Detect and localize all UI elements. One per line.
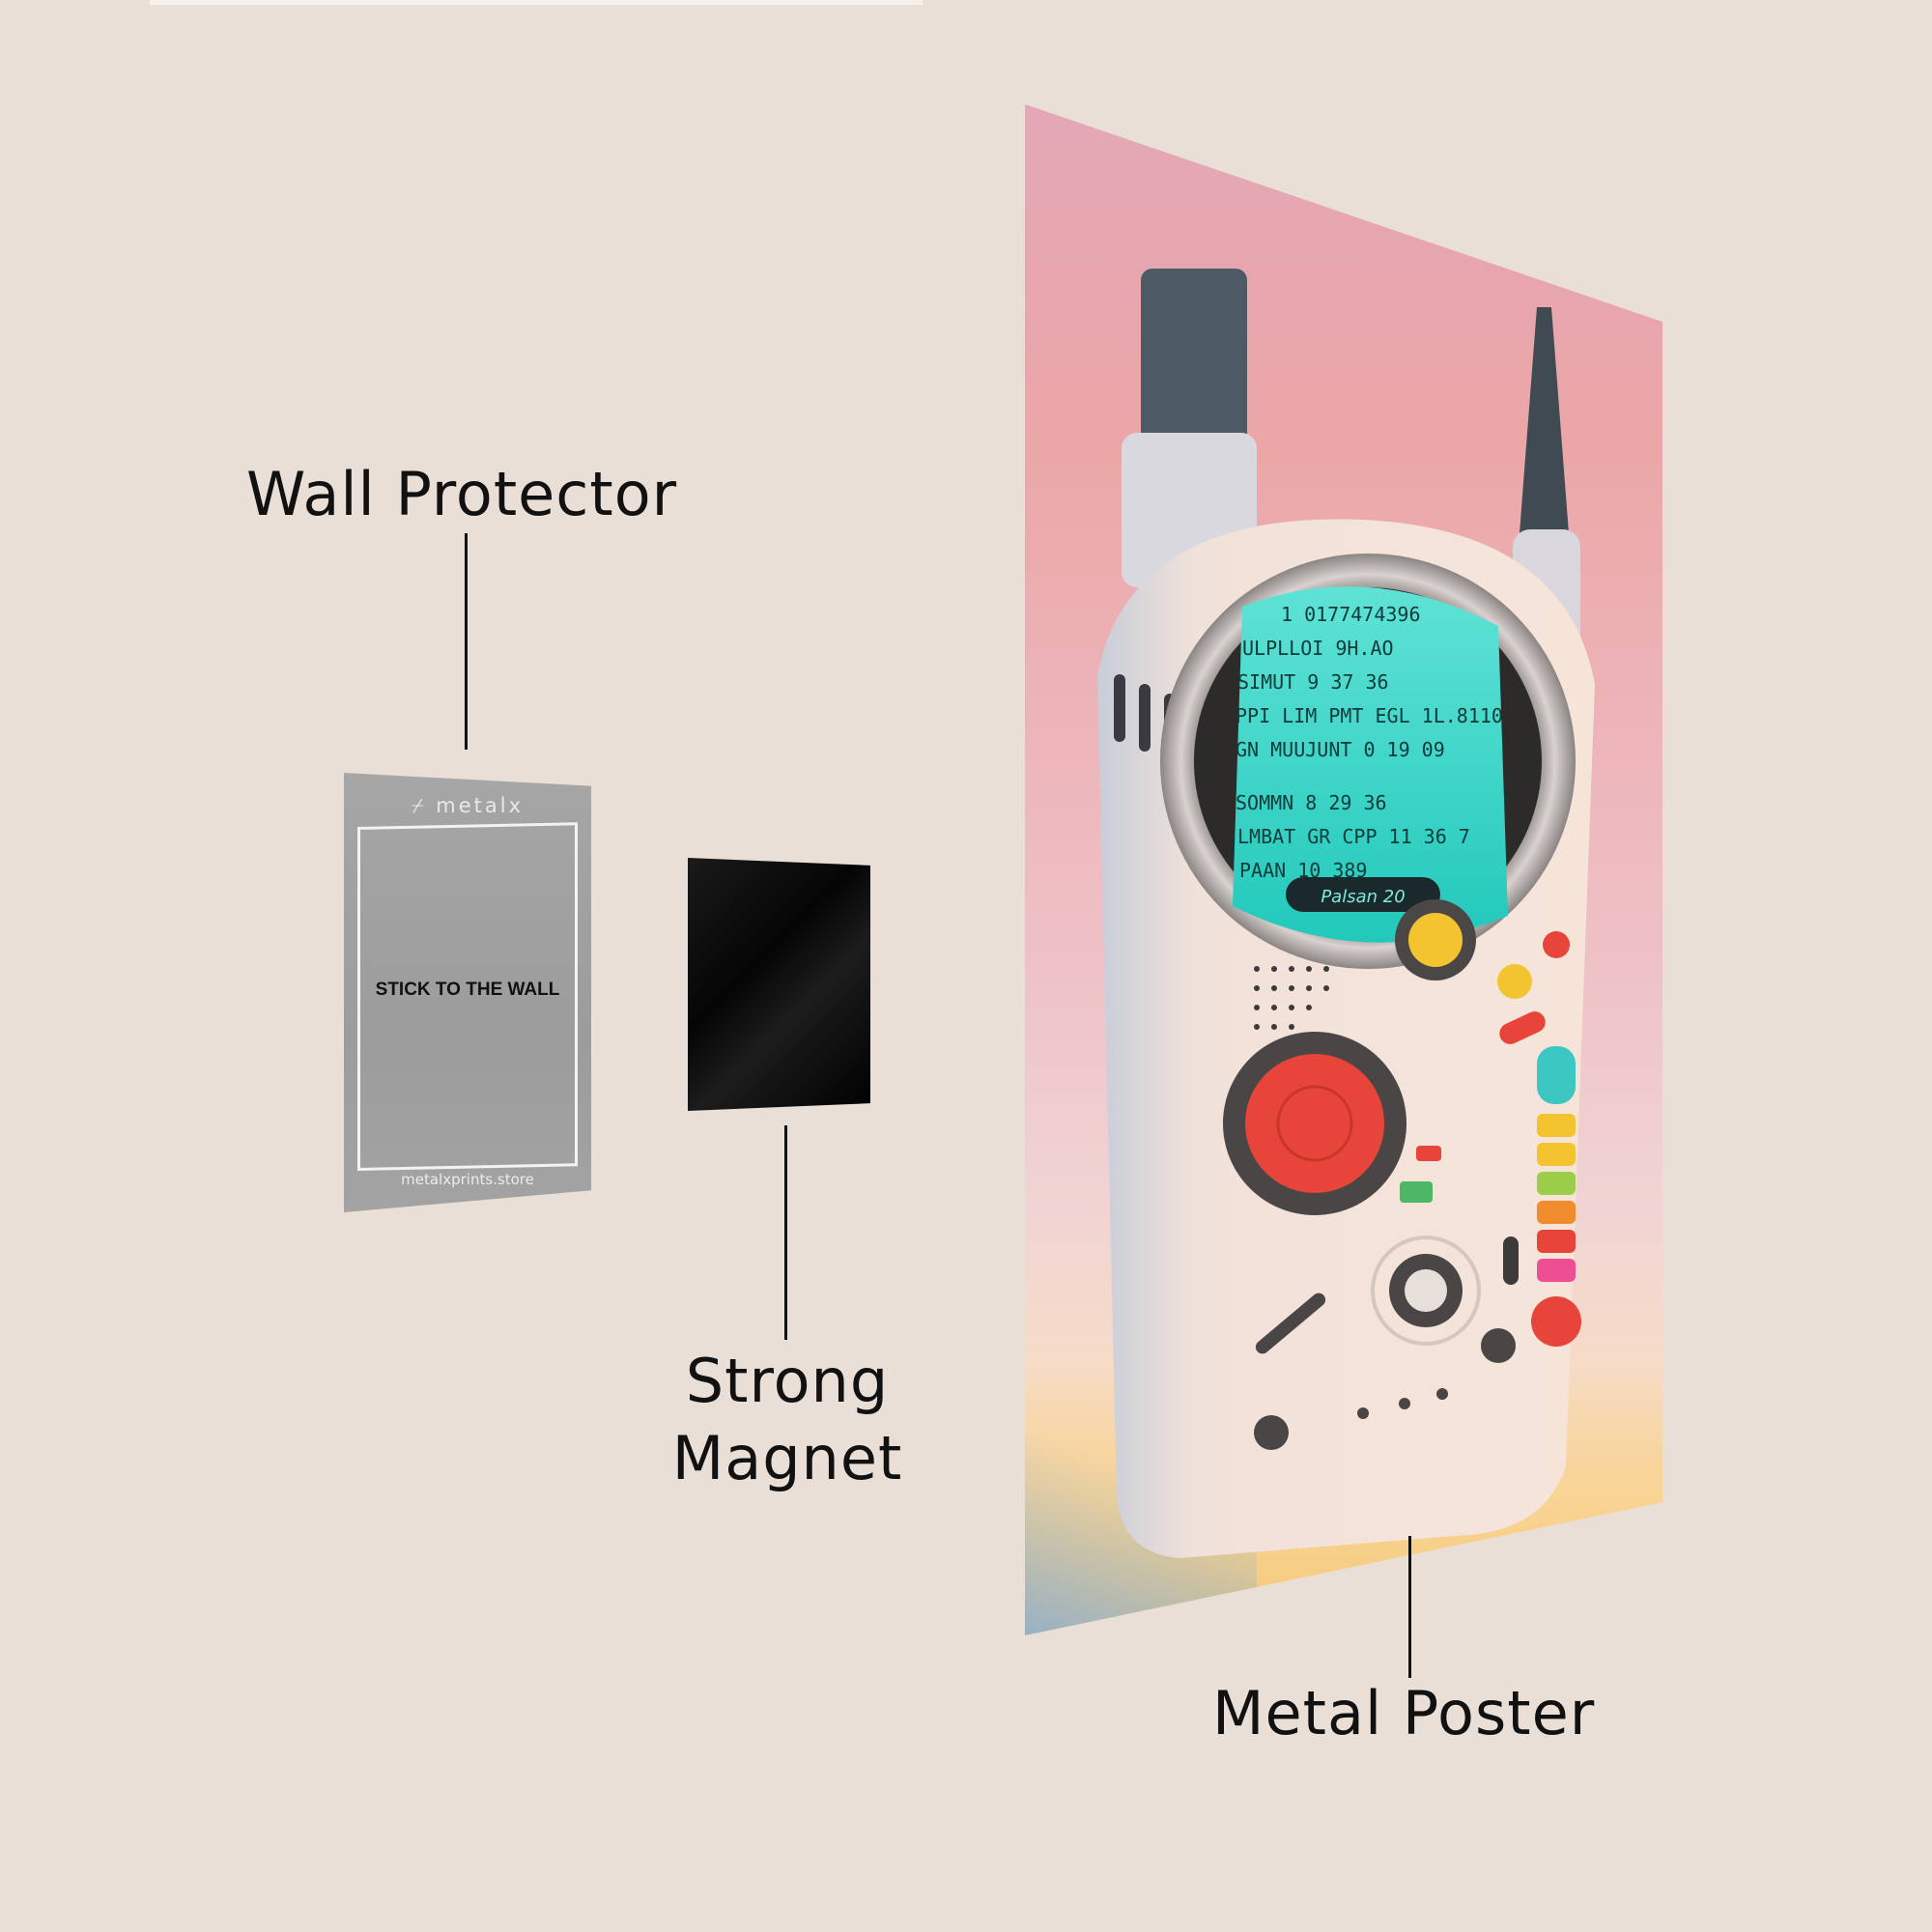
protector-instruction: STICK TO THE WALL — [375, 980, 560, 1000]
screen-line: PPI LIM PMT EGL 1L.8110 — [1236, 704, 1503, 727]
strong-magnet-label: Strong Magnet — [671, 1346, 903, 1493]
top-strip — [150, 0, 923, 5]
screen-line: LMBAT GR CPP 11 36 7 — [1237, 825, 1470, 848]
wall-protector-pointer-line — [465, 533, 468, 750]
strong-magnet — [688, 858, 870, 1111]
big-red-button — [1245, 1054, 1384, 1193]
screen-line: GN MUUJUNT 0 19 09 — [1236, 738, 1445, 761]
metal-poster-pointer-line — [1408, 1536, 1411, 1678]
retro-device-illustration: 1 0177474396 ULPLLOI 9H.AO SIMUT 9 37 36… — [1097, 269, 1595, 1558]
screen-line: SOMMN 8 29 36 — [1236, 791, 1387, 814]
model-label: Palsan 20 — [1321, 887, 1405, 907]
needle-antenna — [1518, 307, 1571, 558]
metal-poster-label: Metal Poster — [1212, 1678, 1596, 1748]
yellow-button — [1408, 913, 1463, 967]
screen-line: ULPLLOI 9H.AO — [1242, 637, 1394, 660]
metal-poster: 1 0177474396 ULPLLOI 9H.AO SIMUT 9 37 36… — [1025, 104, 1662, 1635]
protector-website: metalxprints.store — [401, 1171, 534, 1188]
screen-line: SIMUT 9 37 36 — [1237, 670, 1389, 694]
metalx-logo: ⌿ metalx — [411, 794, 525, 817]
wall-protector-card: ⌿ metalx STICK TO THE WALL metalxprints.… — [344, 773, 591, 1212]
screen-line: 1 0177474396 — [1281, 603, 1421, 626]
strong-magnet-pointer-line — [784, 1125, 787, 1340]
lcd-screen — [1233, 586, 1508, 943]
wall-protector-label: Wall Protector — [246, 459, 678, 529]
